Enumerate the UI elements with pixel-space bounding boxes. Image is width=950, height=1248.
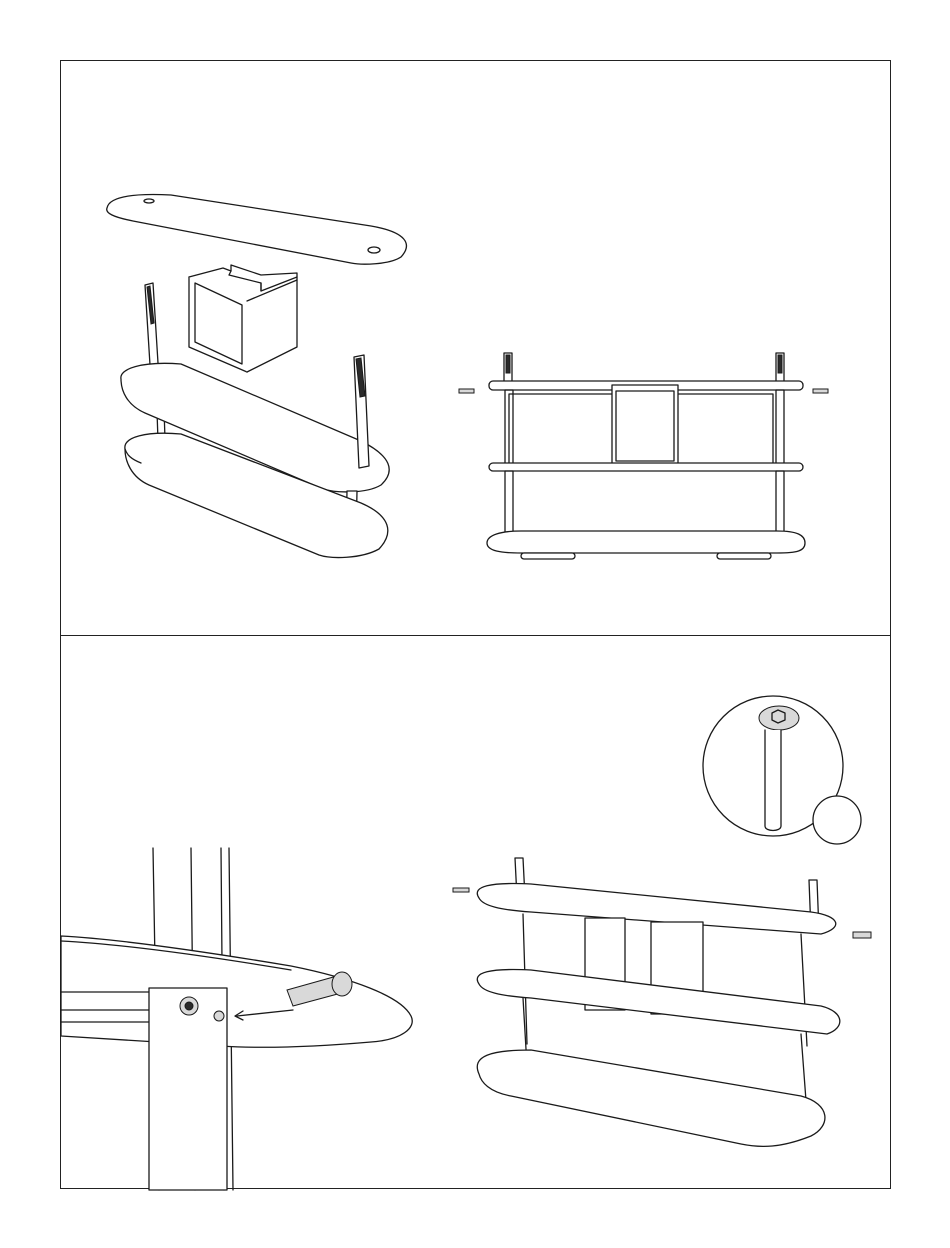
assembled-shelf-perspective [453, 858, 871, 1146]
bolt-detail-diagram [61, 636, 892, 1190]
assembly-step-panel-bottom [60, 635, 891, 1189]
assembly-step-panel-top [60, 60, 891, 636]
hex-bolt-icon [453, 888, 469, 892]
top-shelf-board [107, 195, 407, 265]
magnifier-callout-icon [703, 696, 861, 844]
exploded-shelf-diagram [61, 61, 892, 637]
storage-cube [189, 265, 297, 372]
bolt-closeup [61, 848, 412, 1190]
assembled-shelf-front [459, 353, 828, 559]
hex-bolt-icon [459, 389, 474, 393]
hex-bolt-icon [853, 932, 871, 938]
hex-bolt-icon [813, 389, 828, 393]
